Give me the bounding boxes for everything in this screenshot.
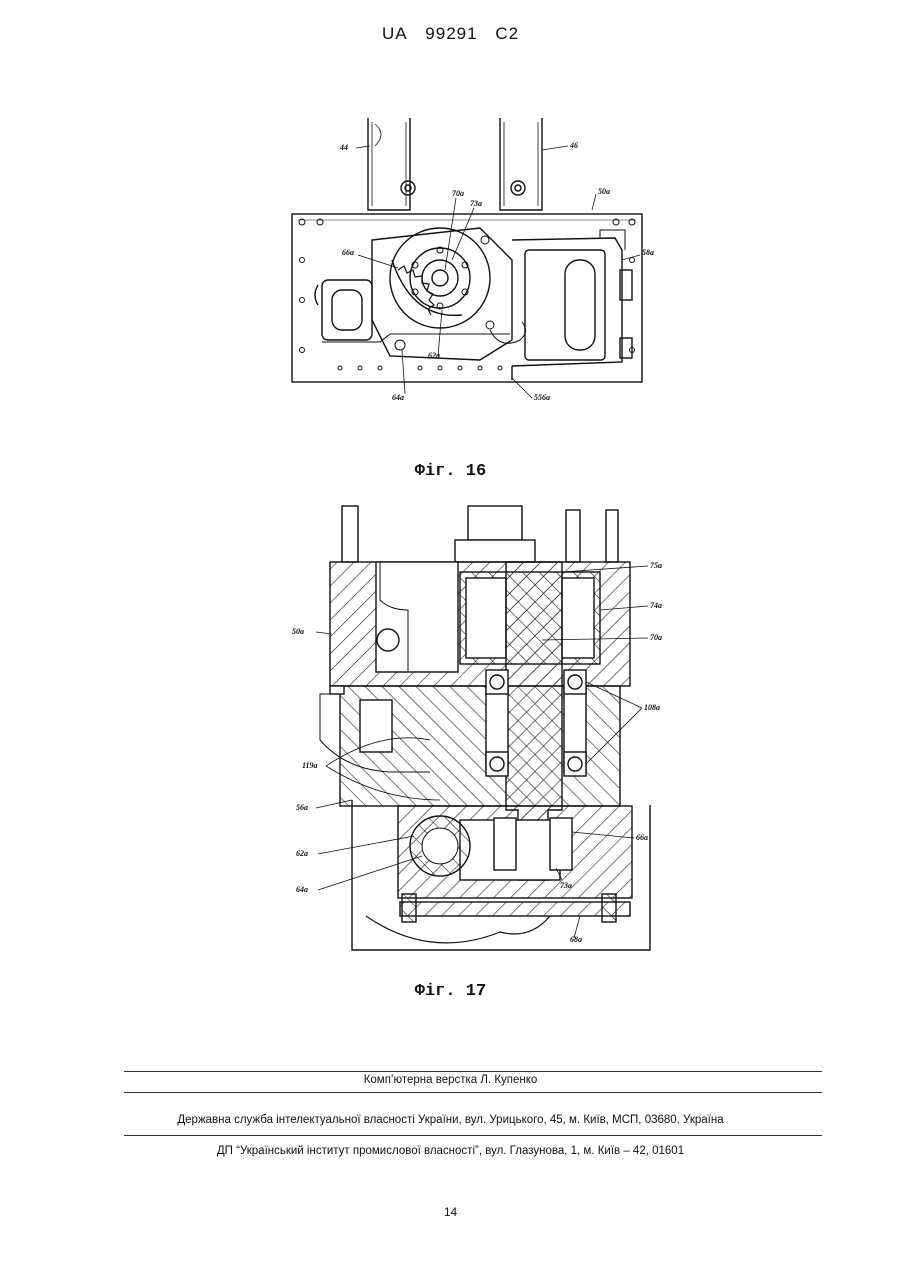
- fig17-label-73a: 73a: [560, 881, 572, 890]
- fig16-label-44: 44: [339, 143, 348, 152]
- fig16-label-58a: 58a: [642, 248, 654, 257]
- figure-17-drawing: 75a 74a 70a 50a 108a 119a 56a 62a 64a 66…: [280, 500, 680, 968]
- footer-service: Державна служба інтелектуальної власност…: [0, 1114, 901, 1126]
- fig17-label-64a: 64a: [296, 885, 308, 894]
- fig17-label-66a: 66a: [636, 833, 648, 842]
- fig17-label-75a: 75a: [650, 561, 662, 570]
- fig17-label-62a: 62a: [296, 849, 308, 858]
- footer-rule-bottom: [124, 1135, 822, 1136]
- patent-kind: C2: [495, 24, 519, 43]
- figure-17-caption: Фіг. 17: [0, 982, 901, 1001]
- fig16-label-73a: 73a: [470, 199, 482, 208]
- fig16-label-66a: 66a: [342, 248, 354, 257]
- figure-16-drawing: 44 46 50a 70a 73a 66a 58a 62a 64a 556a: [280, 110, 660, 440]
- footer-layout-credit: Комп’ютерна верстка Л. Купенко: [0, 1074, 901, 1086]
- fig16-label-46: 46: [569, 141, 578, 150]
- fig17-label-108a: 108a: [644, 703, 660, 712]
- patent-number: 99291: [425, 24, 477, 43]
- fig16-label-556a: 556a: [534, 393, 550, 402]
- footer-rule-top: [124, 1071, 822, 1072]
- fig16-label-70a: 70a: [452, 189, 464, 198]
- figure-16-caption: Фіг. 16: [0, 462, 901, 481]
- fig17-label-68a: 68a: [570, 935, 582, 944]
- fig16-label-50a: 50a: [598, 187, 610, 196]
- fig17-label-70a: 70a: [650, 633, 662, 642]
- patent-country: UA: [382, 24, 408, 43]
- footer-institute: ДП “Український інститут промислової вла…: [0, 1145, 901, 1157]
- patent-header: UA 99291 C2: [0, 24, 901, 44]
- fig17-label-74a: 74a: [650, 601, 662, 610]
- page-number: 14: [0, 1205, 901, 1219]
- fig17-label-50a: 50a: [292, 627, 304, 636]
- fig17-label-56a: 56a: [296, 803, 308, 812]
- footer-rule-middle: [124, 1092, 822, 1093]
- fig16-label-64a: 64a: [392, 393, 404, 402]
- fig17-label-119a: 119a: [302, 761, 318, 770]
